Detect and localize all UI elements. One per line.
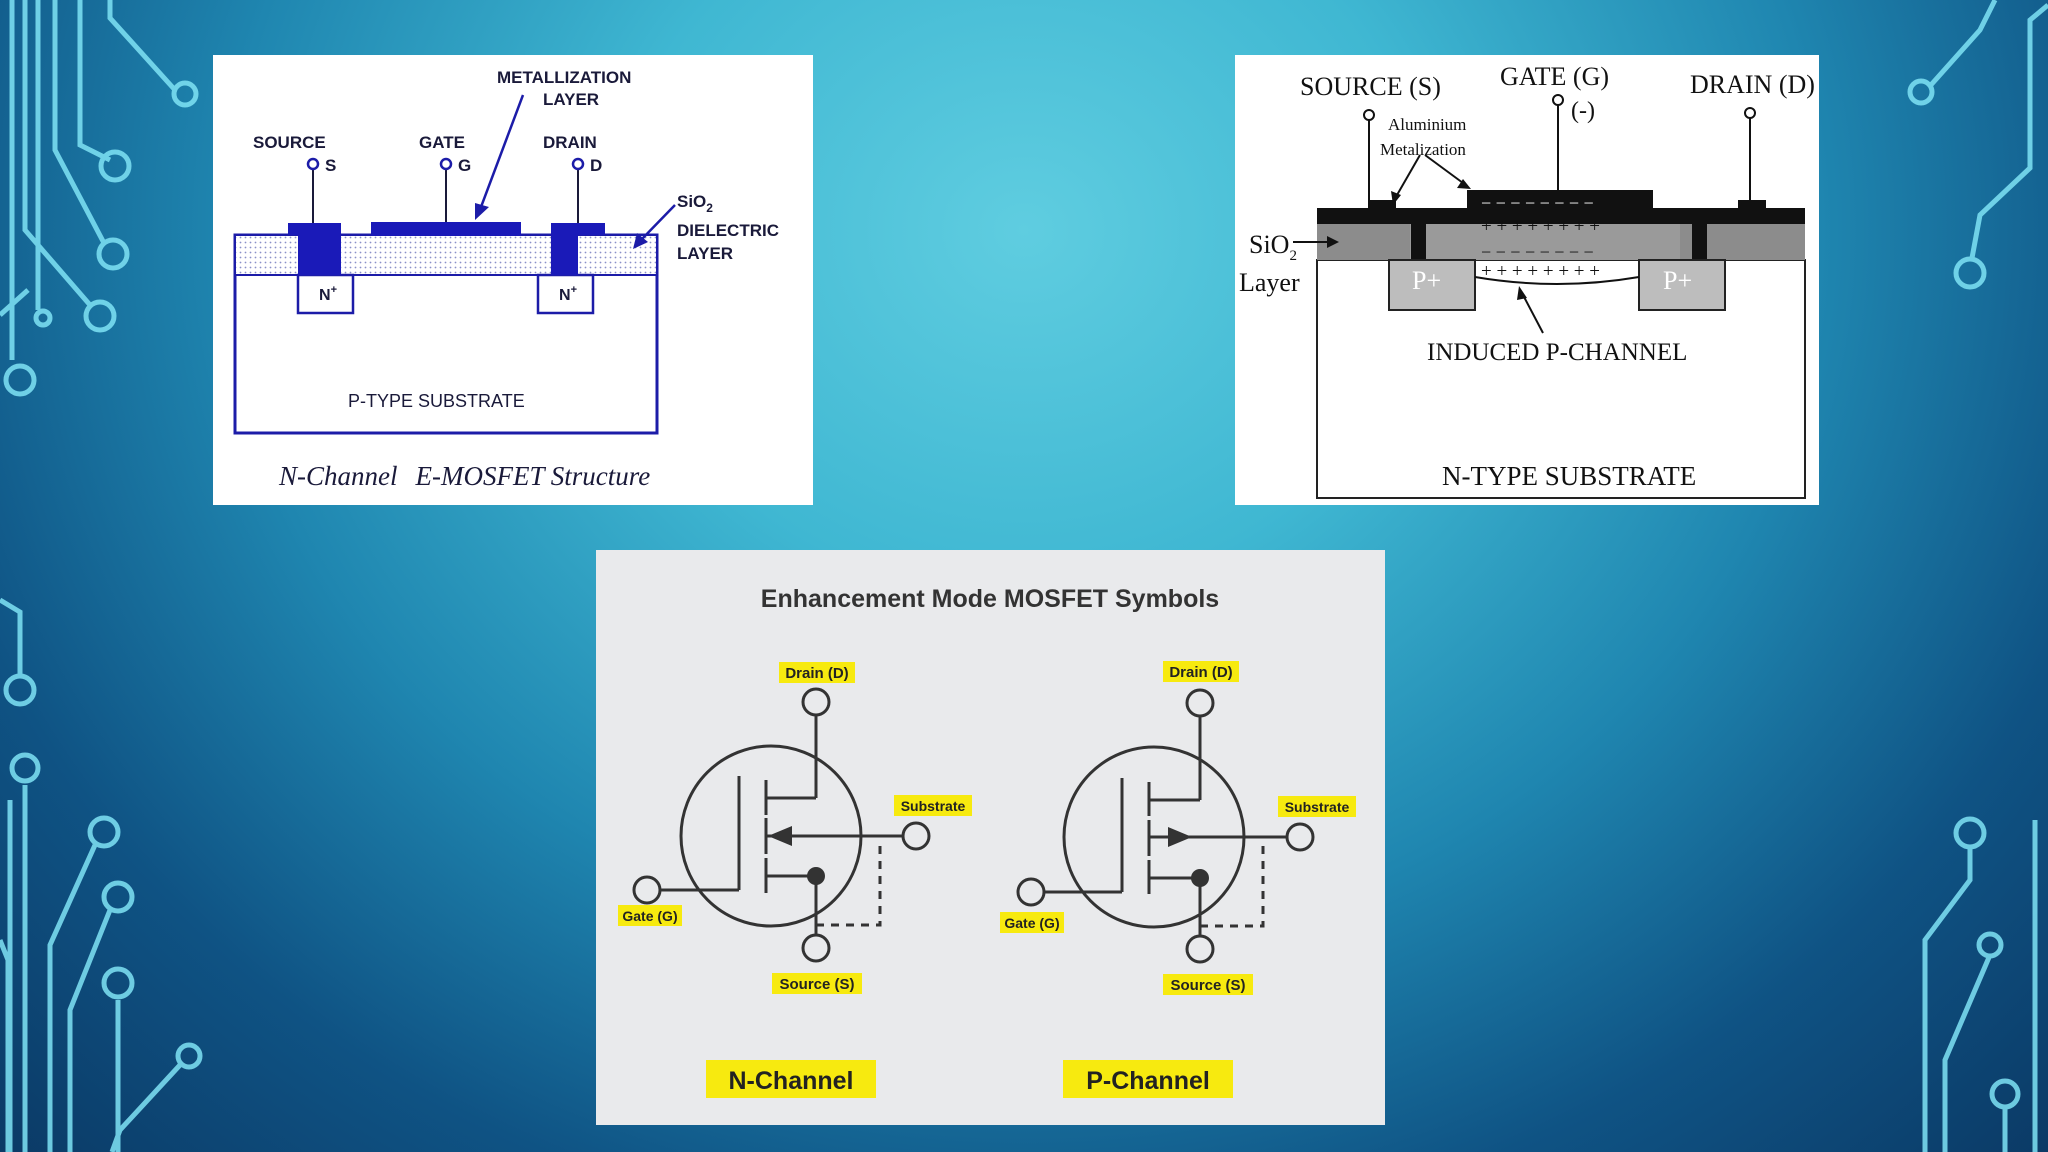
source-label: SOURCE (S) <box>1300 72 1441 101</box>
sio2-arrow-icon <box>1327 236 1339 248</box>
n-drain-label: Drain (D) <box>785 665 848 682</box>
sio2-layer-label: Layer <box>1239 268 1300 297</box>
oxide-charges: + + + + + + + + <box>1481 216 1600 237</box>
n-channel-arrow-icon <box>768 826 792 846</box>
nmos-structure-diagram: METALLIZATION LAYER SOURCE S GATE G DRAI… <box>233 68 779 491</box>
n-drain-terminal-icon <box>801 687 831 717</box>
sio2-label: SiO2 <box>1249 230 1297 264</box>
nmos-structure-panel: METALLIZATION LAYER SOURCE S GATE G DRAI… <box>213 55 813 505</box>
source-n-plus-label: N+ <box>319 284 337 304</box>
source-terminal-label: S <box>325 156 336 175</box>
drain-label: DRAIN (D) <box>1690 70 1815 99</box>
metallization-arrow-icon <box>475 203 489 220</box>
n-source-label: Source (S) <box>779 976 854 993</box>
source-terminal-icon <box>1363 109 1375 121</box>
n-source-terminal-icon <box>801 933 831 963</box>
p-substrate-terminal-icon <box>1285 822 1315 852</box>
metal-arrow-icon-right <box>1457 179 1471 189</box>
source-terminal-icon <box>306 157 320 171</box>
dielectric-label-2: LAYER <box>677 244 733 263</box>
gate-metal <box>371 222 521 236</box>
p-source-label: Source (S) <box>1170 977 1245 994</box>
label-highlights <box>618 661 1356 1098</box>
drain-terminal-icon <box>1744 107 1756 119</box>
channel-arrow-icon <box>1517 286 1527 300</box>
substrate-label: P-TYPE SUBSTRATE <box>348 391 525 411</box>
substrate-label: N-TYPE SUBSTRATE <box>1442 461 1696 491</box>
oxide-charges-bottom: − − − − − − − − <box>1481 242 1594 262</box>
p-channel-symbol <box>1029 703 1286 949</box>
gate-terminal-icon <box>1552 94 1564 106</box>
gate-terminal-icon <box>439 157 453 171</box>
p-gate-label: Gate (G) <box>1004 915 1059 931</box>
p-drain-terminal-icon <box>1185 688 1215 718</box>
mosfet-symbols-panel: Enhancement Mode MOSFET Symbols <box>596 550 1385 1125</box>
drain-metal <box>551 223 605 275</box>
metallization-label-2: LAYER <box>543 90 599 109</box>
channel-label: INDUCED P-CHANNEL <box>1427 339 1687 366</box>
drain-n-plus-label: N+ <box>559 284 577 304</box>
p-channel-source-junction-icon <box>1191 869 1209 887</box>
p-channel-arrow-icon <box>1168 827 1192 847</box>
metal-label-2: Metalization <box>1380 140 1466 159</box>
dielectric-label: DIELECTRIC <box>677 221 779 240</box>
p-source-terminal-icon <box>1185 934 1215 964</box>
drain-label: DRAIN <box>543 133 597 152</box>
p-channel-label: P-Channel <box>1086 1067 1210 1095</box>
symbols-title: Enhancement Mode MOSFET Symbols <box>761 585 1219 613</box>
drain-terminal-label: D <box>590 156 602 175</box>
induced-channel <box>1474 276 1640 285</box>
p-gate-terminal-icon <box>1016 877 1046 907</box>
channel-charges: + + + + + + + + <box>1481 261 1600 282</box>
n-gate-label: Gate (G) <box>622 908 677 924</box>
dielectric-arrow-icon <box>633 233 648 249</box>
drain-terminal-icon <box>571 157 585 171</box>
source-p-region <box>1388 259 1476 311</box>
gate-metal <box>1467 190 1653 210</box>
metallization-label: METALLIZATION <box>497 68 631 87</box>
metal-label: Aluminium <box>1388 115 1466 134</box>
n-substrate-terminal-icon <box>901 821 931 851</box>
gate-polarity: (-) <box>1571 98 1595 124</box>
gate-charges: − − − − − − − − <box>1481 193 1594 213</box>
sio2-label: SiO2 <box>677 192 713 215</box>
p-substrate-label: Substrate <box>1285 799 1350 815</box>
drain-p-plus-label: P+ <box>1663 266 1692 295</box>
gate-terminal-label: G <box>458 156 471 175</box>
gate-label: GATE (G) <box>1500 62 1609 91</box>
n-substrate-label: Substrate <box>901 798 966 814</box>
drain-p-region <box>1638 259 1726 311</box>
source-label: SOURCE <box>253 133 326 152</box>
pmos-structure-diagram: − − − − − − − − + + + + + + + + − − − − … <box>1239 62 1815 499</box>
n-channel-source-junction-icon <box>807 867 825 885</box>
gate-label: GATE <box>419 133 465 152</box>
n-gate-terminal-icon <box>632 875 662 905</box>
source-metal <box>288 223 338 275</box>
pmos-structure-panel: − − − − − − − − + + + + + + + + − − − − … <box>1235 55 1819 505</box>
n-channel-label: N-Channel <box>729 1067 854 1095</box>
n-channel-symbol <box>645 702 902 948</box>
mosfet-symbols-diagram: Enhancement Mode MOSFET Symbols <box>618 585 1356 1098</box>
source-p-plus-label: P+ <box>1412 266 1441 295</box>
metal-arrow-icon-left <box>1391 191 1401 205</box>
p-drain-label: Drain (D) <box>1169 664 1232 681</box>
